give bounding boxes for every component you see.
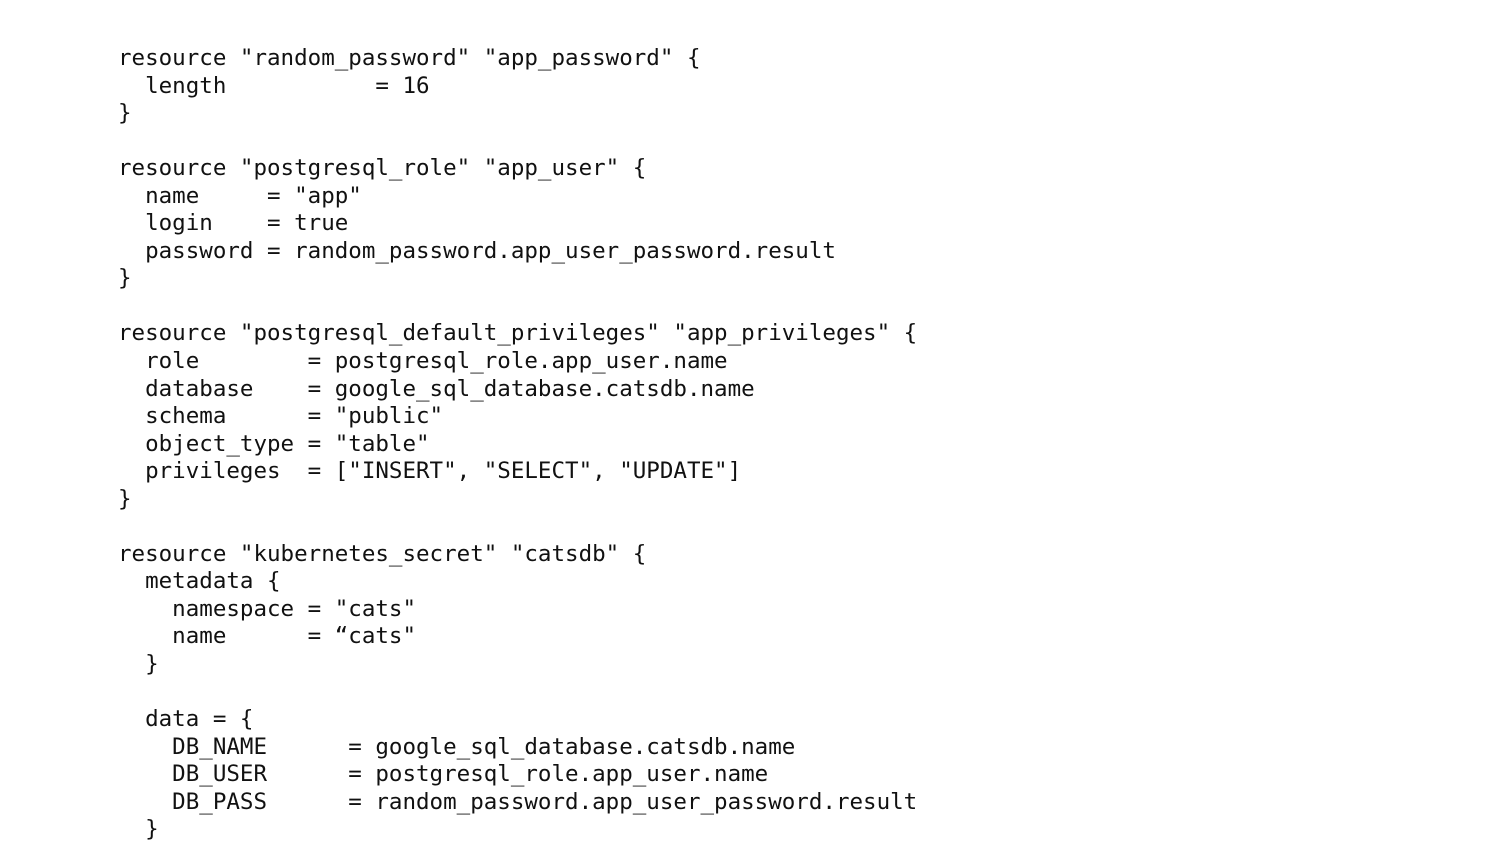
code-line: namespace = "cats"	[118, 595, 417, 622]
code-line: resource "random_password" "app_password…	[118, 45, 701, 71]
code-line: }	[118, 816, 159, 843]
code-line: metadata {	[118, 568, 281, 595]
code-line: object_type = "table"	[118, 430, 430, 457]
code-line: DB_NAME = google_sql_database.catsdb.nam…	[118, 733, 796, 760]
code-line	[118, 293, 917, 321]
code-line	[118, 679, 917, 707]
code-line: }	[118, 100, 132, 127]
terraform-code-block: resource "random_password" "app_password…	[118, 45, 917, 844]
code-line: resource "kubernetes_secret" "catsdb" {	[118, 540, 647, 567]
code-line: role = postgresql_role.app_user.name	[118, 348, 728, 375]
code-line	[118, 128, 917, 156]
code-line: name = “cats"	[118, 623, 417, 650]
code-line: DB_PASS = random_password.app_user_passw…	[118, 788, 918, 815]
code-line: privileges = ["INSERT", "SELECT", "UPDAT…	[118, 458, 742, 485]
code-line: }	[118, 485, 132, 512]
code-line: }	[118, 651, 159, 678]
code-line	[118, 513, 917, 541]
code-line: }	[118, 265, 132, 292]
code-line: schema = "public"	[118, 403, 444, 430]
code-line: password = random_password.app_user_pass…	[118, 237, 836, 264]
code-line: DB_USER = postgresql_role.app_user.name	[118, 761, 769, 788]
code-line: name = "app"	[118, 182, 362, 209]
code-line: data = {	[118, 706, 254, 733]
code-line: resource "postgresql_role" "app_user" {	[118, 155, 647, 182]
code-line: database = google_sql_database.catsdb.na…	[118, 375, 755, 402]
code-line: login = true	[118, 210, 349, 237]
code-line: length = 16	[118, 72, 430, 99]
code-line: resource "postgresql_default_privileges"…	[118, 320, 918, 347]
